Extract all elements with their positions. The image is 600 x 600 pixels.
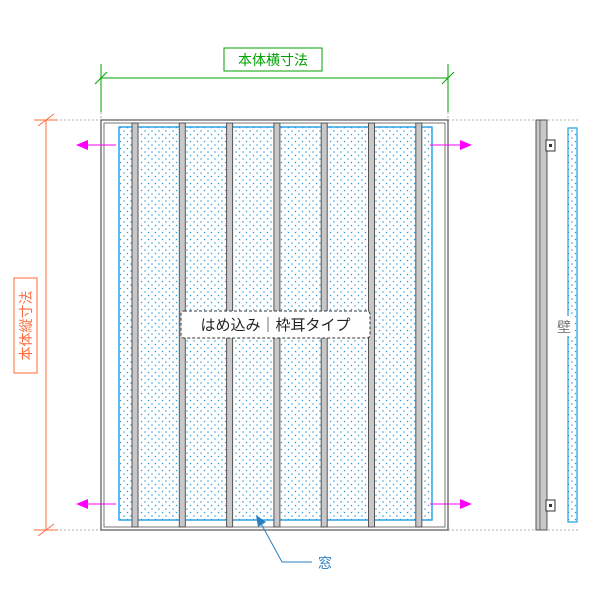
width-dimension: 本体横寸法 [94,47,455,112]
height-dimension-label: 本体縦寸法 [19,291,35,361]
width-dimension-label: 本体横寸法 [238,53,308,69]
side-view: 壁 [535,119,578,531]
direction-arrows [76,140,472,509]
vertical-bar [131,122,139,528]
vertical-bar [415,122,423,528]
width-dimension-label-box [223,47,323,72]
type-label-box [180,310,371,339]
wall-label: 壁 [557,320,571,336]
height-dimension: 本体縦寸法 [13,113,58,537]
window-label: 窓 [318,555,332,572]
arrow-top-left [76,140,116,150]
arrow-bottom-left [76,499,116,509]
type-label-text: はめ込み｜枠耳タイプ [200,316,350,334]
height-dimension-label-box [13,277,38,374]
arrow-top-right [430,140,472,150]
arrow-bottom-right [430,499,472,509]
side-frame [535,119,548,531]
type-label: はめ込み｜枠耳タイプ [180,310,371,339]
window-leader: 窓 [256,515,332,572]
